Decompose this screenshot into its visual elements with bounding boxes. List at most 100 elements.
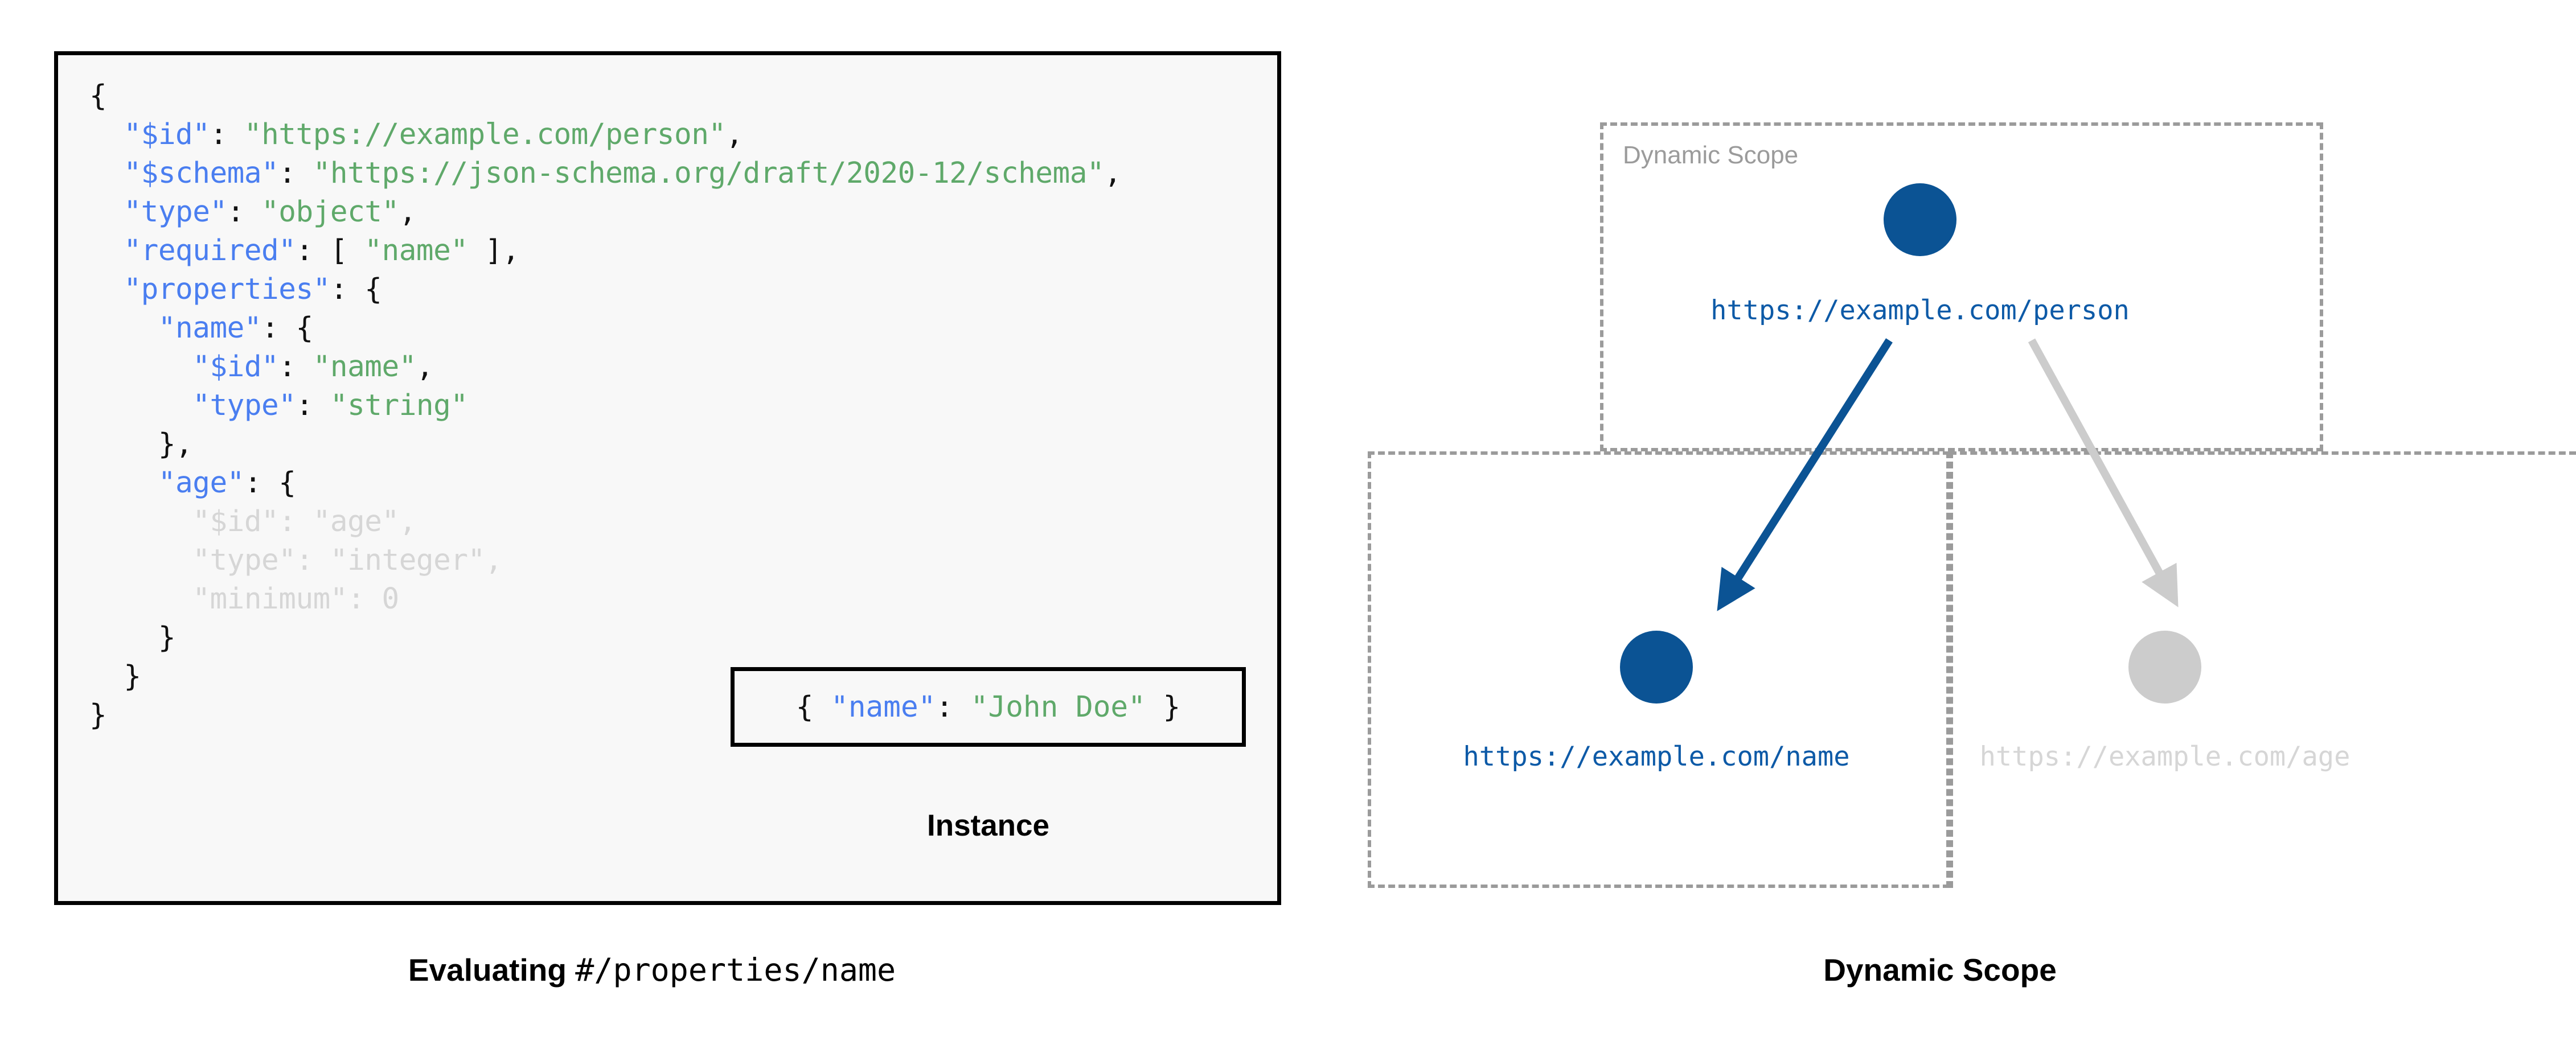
- instance-token-pun: :: [936, 690, 971, 724]
- node-label-age: https://example.com/age: [1979, 741, 2351, 772]
- schema-token-key: "age": [158, 466, 245, 500]
- schema-token-pun: ,: [416, 350, 434, 384]
- schema-token-pun: : [: [296, 234, 365, 268]
- schema-token-pun: {: [89, 79, 107, 113]
- schema-token-str: "name": [364, 234, 468, 268]
- schema-token-pun: : {: [330, 273, 382, 306]
- schema-token-key: "properties": [124, 273, 330, 306]
- schema-token-pun: :: [347, 582, 382, 616]
- schema-token-pun: ,: [399, 505, 417, 538]
- schema-token-pun: : {: [244, 466, 296, 500]
- schema-token-str: "https://example.com/person": [244, 118, 726, 151]
- node-label-name: https://example.com/name: [1463, 741, 1850, 772]
- node-circle-person: [1884, 183, 1956, 256]
- schema-code-line: "properties": {: [89, 273, 382, 306]
- schema-code-line: },: [89, 427, 193, 461]
- schema-token-pun: ],: [467, 234, 520, 268]
- schema-token-key: "required": [124, 234, 296, 268]
- schema-code-line: "age": {: [89, 466, 296, 500]
- schema-token-key: "$schema": [124, 157, 279, 190]
- node-label-person: https://example.com/person: [1711, 295, 2130, 326]
- schema-code-line: }: [89, 621, 176, 655]
- schema-token-pun: :: [278, 505, 313, 538]
- node-circle-age: [2128, 631, 2201, 704]
- schema-code-line: "$id": "age",: [89, 505, 416, 538]
- schema-token-key: "type": [192, 544, 296, 577]
- schema-token-pun: ,: [485, 544, 503, 577]
- dynamic-scope-caption: Dynamic Scope: [1823, 952, 2057, 988]
- schema-token-pun: :: [278, 157, 313, 190]
- schema-token-pun: [89, 157, 124, 190]
- schema-token-pun: [89, 311, 158, 345]
- schema-token-pun: [89, 505, 192, 538]
- schema-code-line: {: [89, 79, 107, 113]
- instance-token-str: "John Doe": [970, 690, 1146, 724]
- schema-token-pun: }: [89, 660, 141, 693]
- evaluating-caption: Evaluating #/properties/name: [0, 952, 1304, 988]
- schema-token-key: "minimum": [192, 582, 348, 616]
- schema-token-num: 0: [382, 582, 400, 616]
- schema-token-pun: [89, 544, 192, 577]
- schema-token-key: "name": [158, 311, 262, 345]
- schema-code-line: "$id": "name",: [89, 350, 433, 384]
- scope-box-root: [1600, 122, 2323, 451]
- schema-panel: { "$id": "https://example.com/person", "…: [0, 51, 1304, 988]
- instance-code-text: { "name": "John Doe" }: [796, 690, 1181, 724]
- schema-code-line: "$id": "https://example.com/person",: [89, 118, 743, 151]
- schema-token-pun: ,: [399, 195, 417, 229]
- schema-token-pun: :: [278, 350, 313, 384]
- instance-caption: Instance: [926, 809, 1050, 842]
- schema-token-key: "type": [192, 389, 296, 422]
- schema-token-pun: :: [210, 118, 244, 151]
- schema-token-pun: }: [89, 621, 176, 655]
- schema-token-key: "$id": [192, 505, 279, 538]
- schema-code-line: "type": "string": [89, 389, 468, 422]
- schema-token-pun: :: [227, 195, 262, 229]
- schema-token-str: "age": [313, 505, 400, 538]
- schema-code-text: { "$id": "https://example.com/person", "…: [89, 77, 1122, 735]
- schema-code-line: "minimum": 0: [89, 582, 399, 616]
- schema-token-str: "integer": [330, 544, 485, 577]
- schema-token-pun: :: [296, 389, 330, 422]
- schema-token-pun: [89, 389, 192, 422]
- scope-box-label: Dynamic Scope: [1623, 141, 1799, 169]
- dynamic-scope-diagram-panel: Dynamic Scope https://example.com/person…: [1304, 0, 2576, 1053]
- instance-token-pun: {: [795, 690, 831, 724]
- evaluating-caption-bold: Evaluating: [408, 952, 576, 988]
- schema-code-line: "required": [ "name" ],: [89, 234, 519, 268]
- schema-token-pun: [89, 582, 192, 616]
- scope-box-age: [1950, 451, 2576, 888]
- scope-box-name: [1368, 451, 1950, 888]
- instance-box: { "name": "John Doe" }: [731, 667, 1246, 747]
- evaluating-caption-pointer: #/properties/name: [575, 952, 896, 988]
- schema-code-line: "type": "integer",: [89, 544, 502, 577]
- schema-token-str: "https://json-schema.org/draft/2020-12/s…: [313, 157, 1105, 190]
- schema-token-pun: ,: [1104, 157, 1122, 190]
- schema-token-pun: ,: [725, 118, 744, 151]
- instance-token-key: "name": [831, 690, 936, 724]
- schema-token-pun: },: [89, 427, 193, 461]
- schema-token-pun: :: [296, 544, 330, 577]
- schema-code-line: }: [89, 660, 141, 693]
- schema-token-key: "type": [124, 195, 227, 229]
- schema-token-str: "name": [313, 350, 417, 384]
- schema-token-pun: [89, 234, 124, 268]
- schema-token-pun: [89, 350, 192, 384]
- schema-token-key: "$id": [124, 118, 210, 151]
- schema-token-pun: }: [89, 698, 107, 732]
- schema-code-line: "$schema": "https://json-schema.org/draf…: [89, 157, 1121, 190]
- schema-code-box: { "$id": "https://example.com/person", "…: [54, 51, 1281, 905]
- schema-code-line: "type": "object",: [89, 195, 416, 229]
- instance-token-pun: }: [1145, 690, 1181, 724]
- schema-token-pun: [89, 273, 124, 306]
- schema-token-pun: [89, 118, 124, 151]
- schema-token-pun: : {: [261, 311, 313, 345]
- schema-code-line: "name": {: [89, 311, 313, 345]
- node-circle-name: [1620, 631, 1693, 704]
- schema-token-str: "object": [261, 195, 399, 229]
- schema-token-str: "string": [330, 389, 468, 422]
- schema-token-pun: [89, 466, 158, 500]
- schema-token-pun: [89, 195, 124, 229]
- schema-token-key: "$id": [192, 350, 279, 384]
- schema-code-line: }: [89, 698, 107, 732]
